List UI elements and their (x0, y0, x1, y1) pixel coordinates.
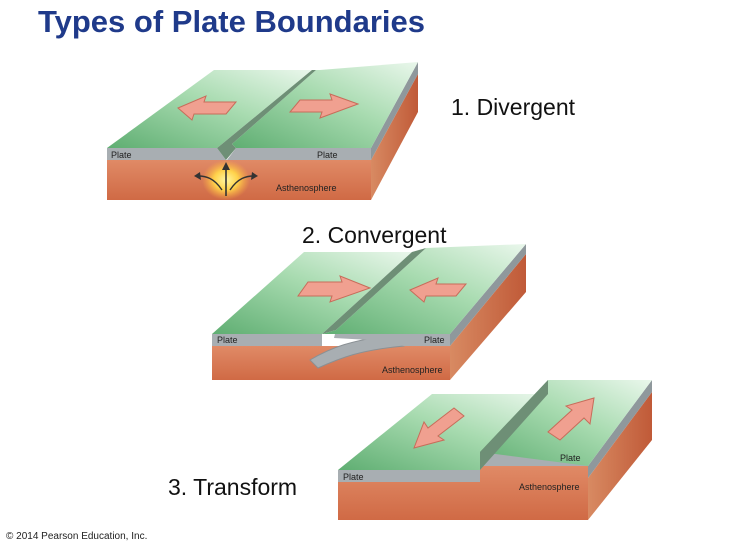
transform-plate-right-label: Plate (560, 453, 581, 463)
transform-left-arrow (413, 407, 465, 449)
transform-block: Plate Plate Asthenosphere (338, 380, 652, 520)
convergent-block: Plate Plate Asthenosphere (212, 244, 526, 380)
convergent-plate-left-label: Plate (217, 335, 238, 345)
convergent-side-face (450, 254, 526, 380)
divergent-side-face (371, 74, 418, 200)
page-title: Types of Plate Boundaries (38, 4, 426, 39)
transform-label: 3. Transform (168, 474, 298, 500)
copyright-notice: © 2014 Pearson Education, Inc. (6, 531, 148, 542)
transform-asthenosphere-label: Asthenosphere (519, 482, 580, 492)
divergent-asthenosphere-label: Asthenosphere (276, 183, 337, 193)
divergent-plate-left-label: Plate (111, 150, 132, 160)
convergent-left-plate-edge (212, 334, 322, 346)
convergent-left-arrow (297, 275, 372, 303)
transform-right-arrow (547, 397, 595, 441)
convergent-right-arrow (409, 277, 468, 303)
divergent-left-arrow (177, 95, 238, 121)
divergent-right-arrow (288, 93, 360, 119)
transform-plate-left-label: Plate (343, 472, 364, 482)
transform-asthenosphere (338, 466, 588, 520)
convergent-label: 2. Convergent (302, 222, 447, 248)
convergent-plate-right-label: Plate (424, 335, 445, 345)
divergent-left-plate-edge (107, 148, 226, 160)
divergent-block: Plate Plate Asthenosphere (107, 62, 418, 200)
transform-side-face (588, 392, 652, 520)
divergent-plate-right-label: Plate (317, 150, 338, 160)
divergent-label: 1. Divergent (451, 94, 576, 120)
divergent-right-plate-edge (227, 148, 371, 160)
convergent-asthenosphere-label: Asthenosphere (382, 365, 443, 375)
transform-left-plate-edge (338, 470, 480, 482)
